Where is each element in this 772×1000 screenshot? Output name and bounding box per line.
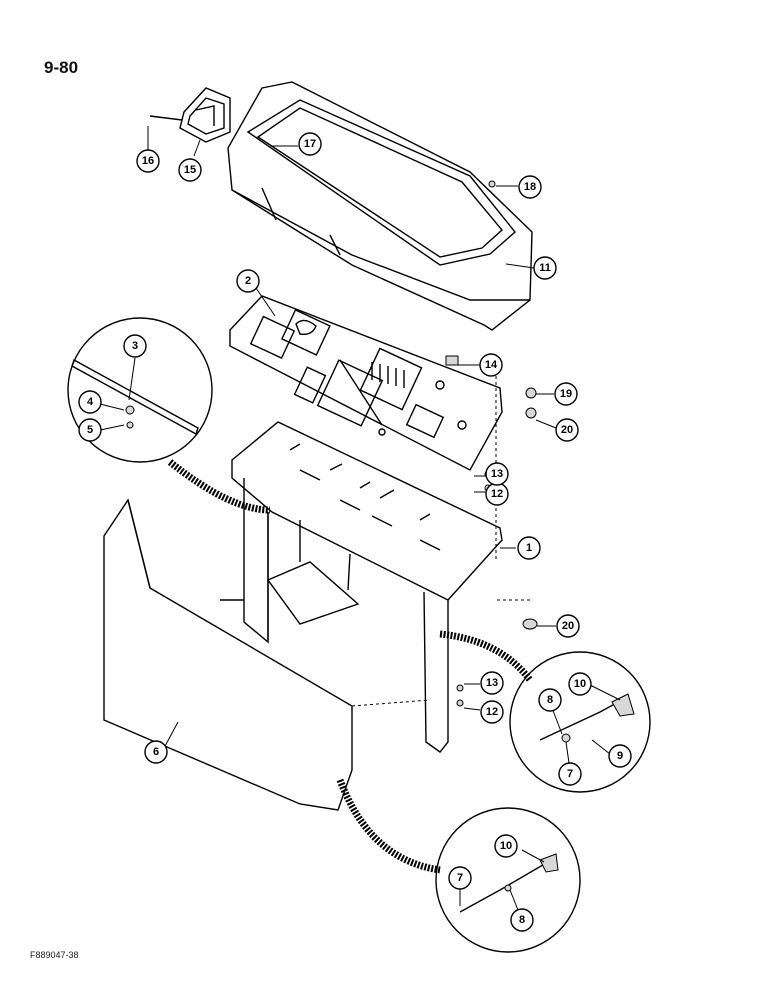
callout-label: 20 [562, 620, 574, 632]
front-panel [103, 498, 353, 811]
callout-label: 12 [486, 706, 498, 718]
callout: 6 [144, 740, 168, 764]
detail-circle-c [435, 807, 581, 953]
callout-label: 10 [574, 678, 586, 690]
callout: 7 [558, 762, 582, 786]
leader-lines [99, 126, 621, 911]
callout: 4 [78, 390, 102, 414]
callout-label: 11 [539, 262, 551, 274]
callout: 13 [480, 671, 504, 695]
rubber-boot [179, 87, 231, 143]
callout-label: 2 [245, 275, 251, 287]
callout-label: 17 [304, 138, 316, 150]
callout: 20 [555, 418, 579, 442]
callout-label: 3 [132, 340, 138, 352]
detail-link-c [336, 778, 441, 874]
callout-label: 7 [457, 872, 463, 884]
grommet-lower [522, 618, 538, 630]
detail-circle-a [67, 317, 213, 463]
callout-label: 1 [526, 542, 532, 554]
callout-label: 19 [560, 388, 572, 400]
callout-label: 6 [153, 746, 159, 758]
callout-label: 9 [617, 750, 623, 762]
callout: 16 [136, 149, 160, 173]
callout: 18 [518, 175, 542, 199]
nut-lower [456, 699, 464, 707]
callout-label: 4 [87, 396, 94, 408]
callout: 3 [123, 334, 147, 358]
callout: 10 [568, 672, 592, 696]
callout-label: 7 [567, 768, 573, 780]
callout-label: 14 [485, 359, 498, 371]
callout-label: 12 [491, 488, 503, 500]
detail-link-a [167, 459, 271, 514]
callout-label: 20 [561, 424, 573, 436]
callout: 9 [608, 744, 632, 768]
console-frame [220, 421, 503, 753]
callout: 13 [485, 462, 509, 486]
switch [445, 355, 459, 366]
callout: 7 [448, 866, 472, 890]
callout: 5 [78, 418, 102, 442]
grommet [525, 407, 537, 419]
callout: 12 [485, 482, 509, 506]
callout: 14 [479, 353, 503, 377]
plug [488, 180, 496, 188]
page-number: 9-80 [44, 58, 79, 77]
callout-label: 10 [500, 840, 512, 852]
callout: 11 [533, 256, 557, 280]
callout-label: 15 [184, 164, 196, 176]
washer-lower [456, 684, 464, 692]
callout: 10 [494, 834, 518, 858]
figure-code: F889047-38 [30, 950, 79, 960]
callout: 1 [517, 536, 541, 560]
callout: 2 [236, 269, 260, 293]
callout-label: 13 [491, 468, 503, 480]
callout-label: 18 [524, 181, 536, 193]
callout: 15 [178, 158, 202, 182]
knob [525, 387, 537, 399]
callout-label: 8 [547, 694, 553, 706]
callout-label: 8 [519, 914, 525, 926]
callout: 12 [480, 700, 504, 724]
callout: 8 [538, 688, 562, 712]
screw [149, 115, 183, 121]
callout-label: 16 [142, 155, 154, 167]
callout-label: 5 [87, 424, 93, 436]
detail-link-b [439, 630, 533, 683]
upper-console-cover [227, 81, 533, 331]
callout-label: 13 [486, 677, 498, 689]
callout: 17 [298, 132, 322, 156]
callout: 8 [510, 908, 534, 932]
callout: 19 [554, 382, 578, 406]
callout: 20 [556, 614, 580, 638]
